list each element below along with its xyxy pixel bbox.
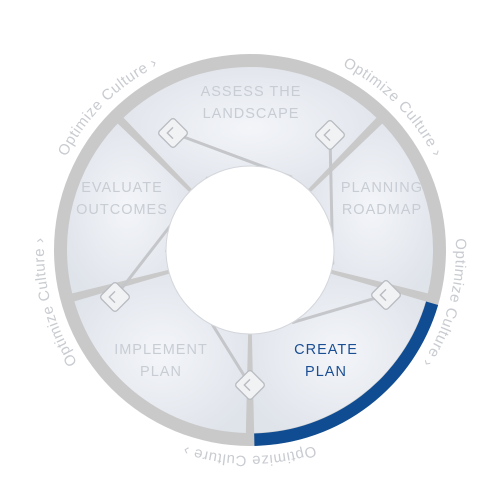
connector-node	[315, 120, 345, 150]
segment-label-assess: ASSESS THE LANDSCAPE	[201, 84, 302, 122]
segment-planning	[310, 123, 433, 294]
connector-node	[158, 118, 188, 148]
segment-label-line: LANDSCAPE	[203, 106, 300, 122]
segment-label-line: IMPLEMENT	[114, 342, 208, 358]
segment-label-line: ROADMAP	[342, 202, 422, 218]
segment-label-line: PLANNING	[341, 180, 423, 196]
connector-node	[371, 280, 401, 310]
segments	[67, 66, 433, 433]
segment-label-planning: PLANNING ROADMAP	[341, 180, 423, 218]
segment-evaluate	[67, 123, 190, 294]
segment-label-implement: IMPLEMENT PLAN	[114, 342, 208, 380]
connector-node	[235, 370, 265, 400]
segment-label-line: OUTCOMES	[76, 202, 168, 218]
segment-label-line: CREATE	[294, 342, 358, 358]
connector-line	[291, 293, 387, 325]
active-arc-group	[254, 301, 439, 446]
active-arc	[254, 301, 439, 446]
segment-implement	[74, 273, 249, 433]
center-hole-edge	[165, 165, 335, 335]
segment-label-evaluate: EVALUATE OUTCOMES	[76, 180, 168, 218]
segment-label-line: PLAN	[305, 364, 347, 380]
segment-label-line: PLAN	[140, 364, 182, 380]
segment-labels: ASSESS THE LANDSCAPE PLANNING ROADMAP CREATE…	[76, 84, 423, 380]
segment-label-line: EVALUATE	[81, 180, 163, 196]
connector-node	[100, 282, 130, 312]
segment-assess	[123, 66, 377, 190]
center-hole	[166, 166, 334, 334]
segment-create	[251, 273, 426, 433]
segment-label-line: ASSESS THE	[201, 84, 302, 100]
segment-label-create: CREATE PLAN	[294, 342, 358, 380]
